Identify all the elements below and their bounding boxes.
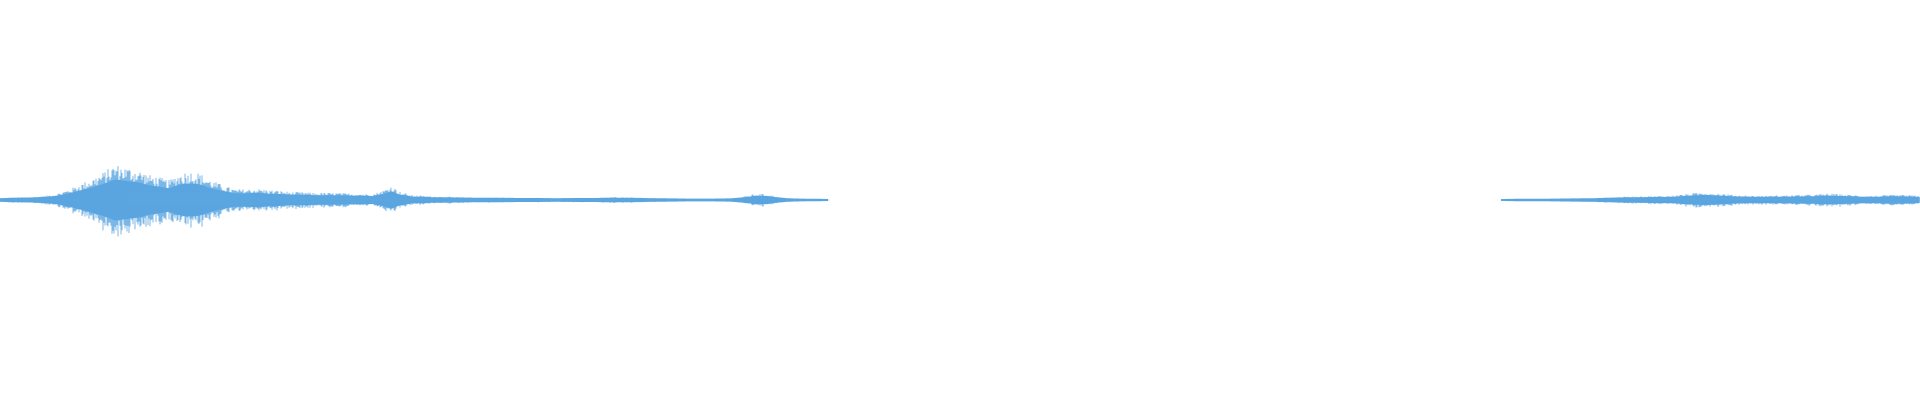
waveform-layer	[0, 166, 1920, 237]
waveform-peaks	[0, 166, 830, 237]
waveform-segment-left-clip[interactable]	[0, 166, 830, 237]
waveform-peaks	[1500, 193, 1920, 208]
waveform-segment-right-clip[interactable]	[1500, 193, 1920, 208]
